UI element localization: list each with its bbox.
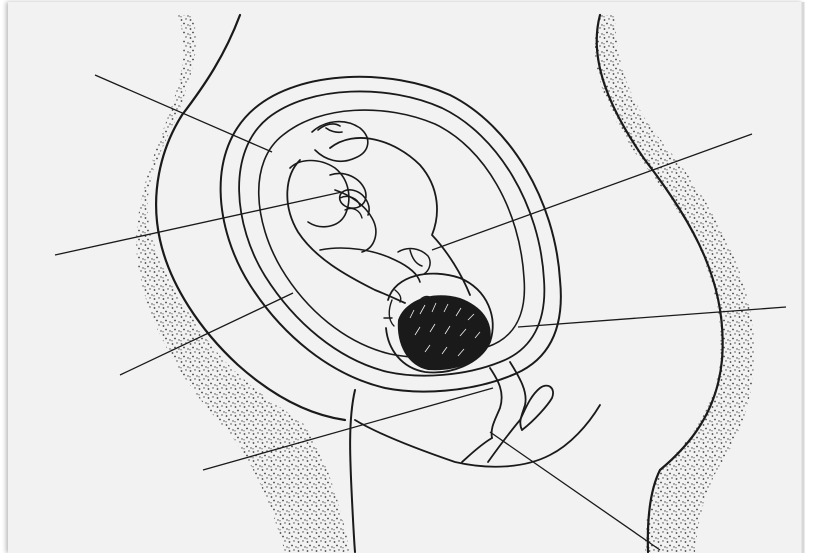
fetus-in-uterus-diagram bbox=[0, 0, 813, 553]
